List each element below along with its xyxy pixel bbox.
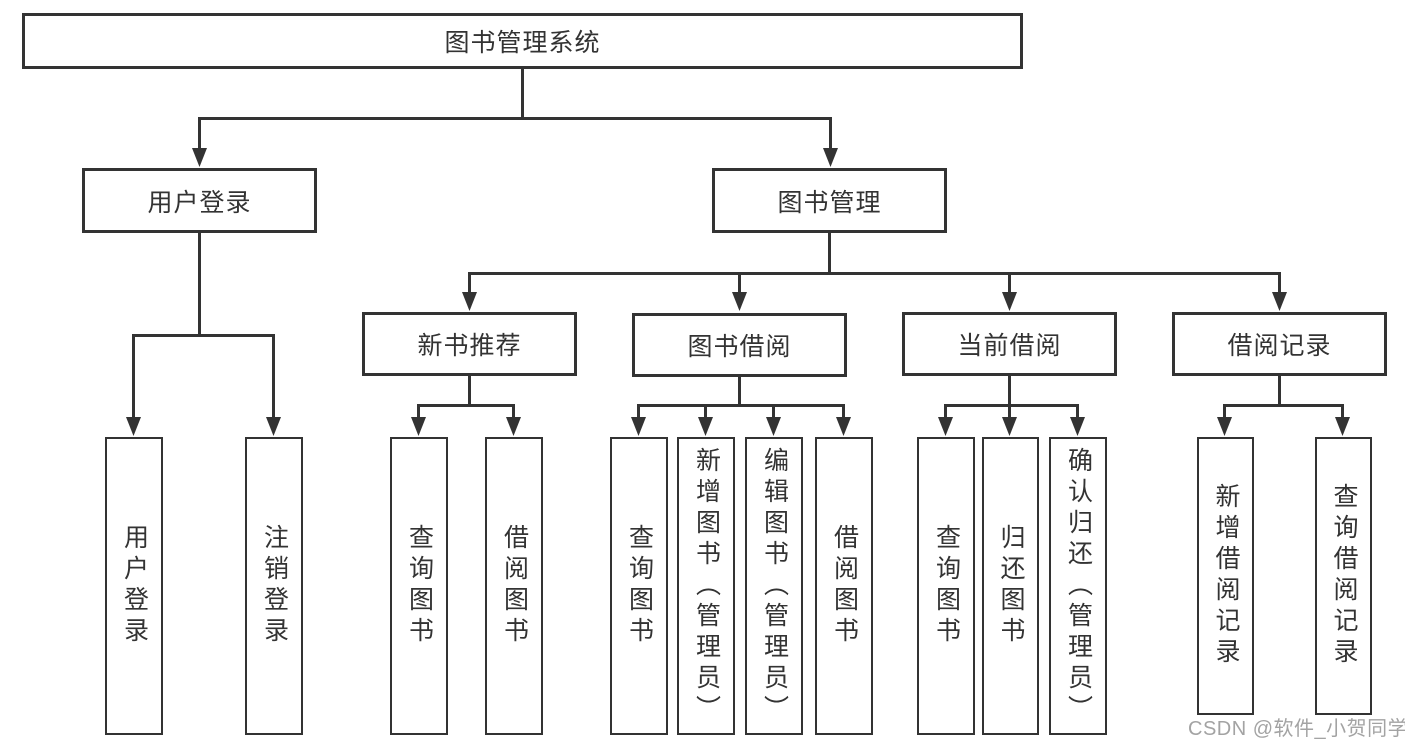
arrowhead-icon — [266, 417, 281, 436]
node-label: 查询图书 — [625, 524, 654, 648]
connector-book-borrow-to-leaves — [631, 377, 851, 436]
arrowhead-icon — [1335, 417, 1350, 436]
node-new-book-recommend: 新书推荐 — [362, 312, 577, 376]
node-label: 图书管理系统 — [444, 29, 601, 57]
leaf-user-login: 用户登录 — [105, 437, 163, 735]
arrowhead-icon — [766, 417, 781, 436]
leaf-borrow-books-1: 借阅图书 — [485, 437, 543, 735]
leaf-query-books-3: 查询图书 — [917, 437, 975, 735]
node-label: 图书借阅 — [687, 333, 792, 361]
arrowhead-icon — [506, 417, 521, 436]
arrowhead-icon — [126, 417, 141, 436]
connector-book-management-to-level3 — [462, 233, 1287, 311]
leaf-return-books: 归还图书 — [982, 437, 1039, 735]
arrowhead-icon — [1217, 417, 1232, 436]
node-label: 借阅图书 — [830, 524, 859, 648]
csdn-watermark: CSDN @软件_小贺同学 — [1188, 718, 1405, 740]
node-book-management: 图书管理 — [712, 168, 947, 233]
node-book-borrow: 图书借阅 — [632, 313, 847, 377]
node-label: 确认归还（管理员） — [1064, 446, 1093, 726]
leaf-add-borrow-record: 新增借阅记录 — [1197, 437, 1254, 715]
node-label: 借阅图书 — [500, 524, 529, 648]
node-label: 用户登录 — [147, 188, 252, 217]
leaf-query-borrow-record: 查询借阅记录 — [1315, 437, 1372, 715]
connector-root-to-level2 — [192, 69, 838, 167]
arrowhead-icon — [631, 417, 646, 436]
arrowhead-icon — [462, 292, 477, 311]
arrowhead-icon — [411, 417, 426, 436]
leaf-query-books-2: 查询图书 — [610, 437, 668, 735]
node-borrow-records: 借阅记录 — [1172, 312, 1387, 376]
node-label: 用户登录 — [120, 524, 149, 648]
node-current-borrow: 当前借阅 — [902, 312, 1117, 376]
arrowhead-icon — [823, 148, 838, 167]
arrowhead-icon — [1002, 292, 1017, 311]
connector-current-borrow-to-leaves — [938, 376, 1085, 436]
node-label: 查询图书 — [932, 524, 961, 648]
node-root-system: 图书管理系统 — [22, 13, 1023, 69]
node-label: 当前借阅 — [957, 332, 1062, 360]
node-label: 图书管理 — [777, 188, 882, 217]
connector-new-book-recommend-to-leaves — [411, 376, 521, 436]
node-label: 借阅记录 — [1227, 332, 1332, 360]
connector-user-login-to-leaves — [126, 233, 281, 436]
node-label: 查询借阅记录 — [1330, 483, 1358, 669]
node-label: 新增图书（管理员） — [692, 446, 721, 726]
arrowhead-icon — [1070, 417, 1085, 436]
leaf-query-books-1: 查询图书 — [390, 437, 448, 735]
leaf-add-books-admin: 新增图书（管理员） — [677, 437, 735, 735]
node-label: 新书推荐 — [417, 332, 522, 360]
node-label: 新增借阅记录 — [1212, 483, 1240, 669]
arrowhead-icon — [938, 417, 953, 436]
node-label: 注销登录 — [260, 524, 289, 648]
leaf-confirm-return-admin: 确认归还（管理员） — [1049, 437, 1107, 735]
arrowhead-icon — [192, 148, 207, 167]
arrowhead-icon — [698, 417, 713, 436]
node-label: 归还图书 — [997, 524, 1025, 648]
arrowhead-icon — [1272, 292, 1287, 311]
arrowhead-icon — [1002, 417, 1017, 436]
node-label: 查询图书 — [405, 524, 434, 648]
leaf-borrow-books-2: 借阅图书 — [815, 437, 873, 735]
node-label: 编辑图书（管理员） — [760, 446, 789, 726]
arrowhead-icon — [732, 292, 747, 311]
arrowhead-icon — [836, 417, 851, 436]
connector-borrow-records-to-leaves — [1217, 376, 1350, 436]
leaf-logout: 注销登录 — [245, 437, 303, 735]
leaf-edit-books-admin: 编辑图书（管理员） — [745, 437, 803, 735]
node-user-login: 用户登录 — [82, 168, 317, 233]
